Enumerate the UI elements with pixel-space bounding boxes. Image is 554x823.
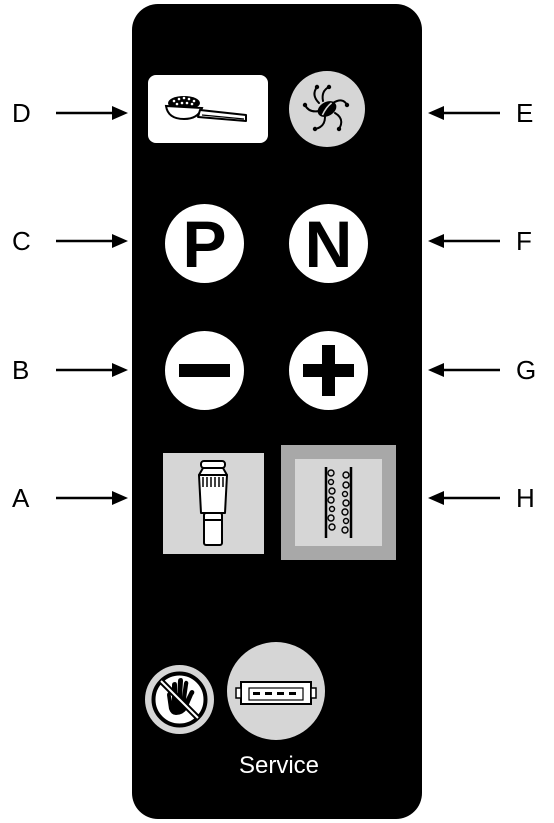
callout-d: D [12, 98, 31, 128]
minus-icon [179, 364, 230, 377]
arrow-e [428, 106, 500, 120]
plus-button[interactable] [289, 331, 368, 410]
callout-h: H [516, 483, 535, 513]
coffee-scoop-icon [164, 96, 247, 122]
callout-b: B [12, 355, 30, 385]
pre-ground-coffee-button[interactable] [148, 75, 268, 143]
plus-icon [303, 345, 354, 396]
descaling-pipe-icon [324, 467, 353, 538]
no-touch-hand-icon [151, 671, 208, 728]
coffee-strength-button[interactable] [289, 71, 365, 147]
arrow-b [56, 363, 128, 377]
descaling-inner [295, 459, 382, 546]
ground-coffee-swirl-icon [302, 84, 350, 132]
no-touch-warning [145, 665, 214, 734]
service-port[interactable] [227, 642, 325, 740]
descaling-button[interactable] [281, 445, 396, 560]
callout-g: G [516, 355, 537, 385]
service-label: Service [238, 752, 320, 779]
callout-c: C [12, 226, 31, 256]
arrow-f [428, 234, 500, 248]
arrow-d [56, 106, 128, 120]
n-button[interactable]: N [289, 204, 368, 283]
arrow-g [428, 363, 500, 377]
arrow-a [56, 491, 128, 505]
arrow-h [428, 491, 500, 505]
callout-f: F [516, 226, 532, 256]
water-filter-icon [198, 460, 228, 546]
water-filter-button[interactable] [163, 453, 264, 554]
callout-a: A [12, 483, 30, 513]
callout-e: E [516, 98, 534, 128]
p-button[interactable]: P [165, 204, 244, 283]
arrow-c [56, 234, 128, 248]
service-connector-icon [235, 681, 317, 705]
minus-button[interactable] [165, 331, 244, 410]
